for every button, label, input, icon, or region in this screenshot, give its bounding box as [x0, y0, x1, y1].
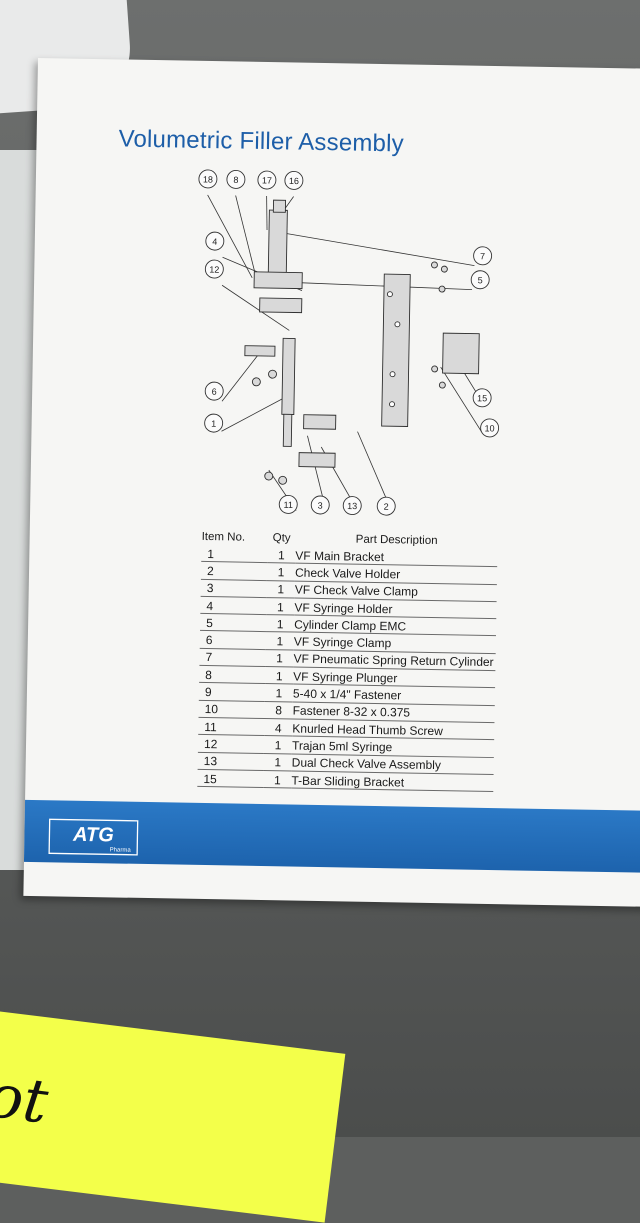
document-page: Volumetric Filler Assembly	[23, 58, 640, 908]
logo-main-text: ATG	[72, 824, 114, 847]
cell-qty: 8	[264, 701, 293, 720]
cell-qty: 1	[265, 649, 294, 668]
atg-pharma-logo: ATG Pharma	[48, 818, 139, 856]
cell-item-no: 8	[199, 665, 266, 684]
cell-qty: 1	[266, 580, 295, 598]
exploded-assembly-diagram	[207, 194, 483, 513]
logo-sub-text: Pharma	[110, 847, 132, 853]
cell-qty: 1	[263, 753, 292, 771]
cell-item-no: 3	[200, 579, 267, 598]
header-qty: Qty	[272, 532, 291, 545]
cell-item-no: 2	[200, 561, 268, 581]
cell-qty: 1	[263, 770, 292, 789]
cell-item-no: 11	[198, 717, 265, 736]
cell-qty: 4	[264, 718, 293, 737]
footer-band: ATG Pharma	[23, 799, 640, 874]
cell-qty: 1	[265, 632, 295, 650]
cell-qty: 1	[266, 597, 295, 616]
page-title: Volumetric Filler Assembly	[118, 125, 405, 158]
cell-item-no: 1	[201, 544, 268, 563]
cell-item-no: 12	[197, 734, 265, 754]
cell-item-no: 9	[198, 682, 266, 702]
cell-item-no: 4	[200, 596, 267, 615]
sticky-note-text: ot	[0, 1060, 52, 1138]
cell-qty: 1	[266, 614, 295, 633]
cell-item-no: 15	[197, 769, 264, 788]
cell-qty: 1	[265, 666, 294, 685]
header-item-no: Item No.	[201, 530, 246, 544]
cell-item-no: 5	[200, 613, 267, 633]
cell-item-no: 6	[199, 630, 267, 650]
cell-qty: 1	[264, 683, 294, 702]
cell-item-no: 10	[198, 700, 265, 719]
cell-item-no: 13	[197, 751, 264, 771]
cell-qty: 1	[267, 546, 296, 564]
cell-part-description: T-Bar Sliding Bracket	[291, 770, 494, 792]
cell-qty: 1	[263, 735, 293, 754]
cell-qty: 1	[266, 562, 296, 581]
cell-item-no: 7	[199, 648, 266, 667]
